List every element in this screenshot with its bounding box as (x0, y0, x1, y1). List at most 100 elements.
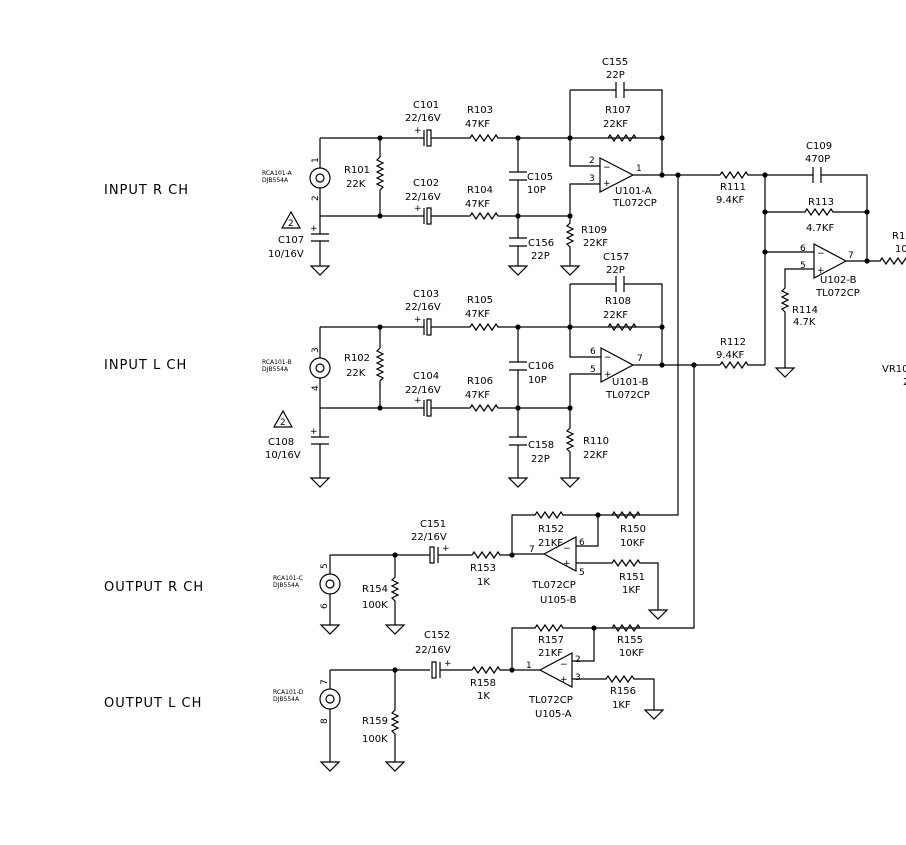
cap-c152: + C152 22/16V (415, 630, 472, 679)
svg-text:100K: 100K (362, 600, 388, 611)
svg-text:U101-B: U101-B (612, 377, 649, 388)
svg-text:+: + (563, 559, 571, 569)
cap-c102: + C102 22/16V (405, 178, 460, 225)
svg-text:C101: C101 (413, 100, 439, 111)
svg-text:C102: C102 (413, 178, 439, 189)
section-label-output-l: OUTPUT L CH (104, 696, 202, 711)
cap-c107: + C107 10/16V (268, 216, 330, 276)
rca-jack-d: RCA101-D DJB554A 7 8 (273, 670, 341, 772)
svg-text:5: 5 (320, 563, 330, 569)
svg-text:21KF: 21KF (538, 648, 563, 659)
svg-text:−: − (817, 249, 825, 259)
svg-text:7: 7 (529, 545, 535, 555)
svg-text:3: 3 (575, 673, 581, 683)
svg-text:R104: R104 (467, 185, 493, 196)
opamp-u101b: − + 6 5 7 U101-B TL072CP (590, 347, 650, 401)
rca-jack-a: RCA101-A DJB554A 1 2 (262, 138, 331, 216)
svg-text:6: 6 (590, 347, 596, 357)
svg-text:1KF: 1KF (612, 700, 631, 711)
svg-text:C106: C106 (528, 361, 554, 372)
svg-text:TL072CP: TL072CP (612, 198, 657, 209)
svg-text:R114: R114 (792, 305, 818, 316)
svg-text:22KF: 22KF (603, 119, 628, 130)
svg-text:RCA101-D: RCA101-D (273, 689, 304, 696)
svg-text:C104: C104 (413, 371, 439, 382)
feedback-r-line (598, 175, 679, 516)
svg-text:2: 2 (575, 655, 581, 665)
svg-text:−: − (603, 163, 611, 173)
cap-c103: + C103 22/16V (405, 289, 460, 336)
output-r-channel: RCA101-C DJB554A 5 6 R154 100K + C151 22… (273, 510, 668, 635)
svg-text:22/16V: 22/16V (405, 113, 441, 124)
input-r-channel: RCA101-A DJB554A 1 2 R101 22K + C101 22/… (262, 57, 720, 276)
svg-text:C103: C103 (413, 289, 439, 300)
svg-text:R159: R159 (362, 716, 388, 727)
svg-text:+: + (414, 204, 422, 214)
svg-text:22P: 22P (606, 70, 625, 81)
svg-text:1K: 1K (477, 577, 490, 588)
svg-text:+: + (414, 315, 422, 325)
svg-text:22/16V: 22/16V (405, 192, 441, 203)
svg-text:1: 1 (311, 157, 321, 163)
svg-text:10: 10 (895, 244, 906, 255)
svg-text:R112: R112 (720, 337, 746, 348)
svg-text:7: 7 (637, 354, 643, 364)
cap-c108: + C108 10/16V (265, 408, 330, 488)
svg-text:TL072CP: TL072CP (531, 580, 576, 591)
section-label-input-r: INPUT R CH (104, 183, 189, 198)
svg-text:R108: R108 (605, 296, 631, 307)
svg-text:2: 2 (288, 219, 294, 229)
svg-text:C108: C108 (268, 437, 294, 448)
svg-text:+: + (444, 659, 452, 669)
svg-text:22P: 22P (531, 251, 550, 262)
svg-text:9.4KF: 9.4KF (716, 350, 744, 361)
svg-text:2: 2 (589, 156, 595, 166)
opamp-u105a: − + 2 3 1 TL072CP U105-A (526, 652, 581, 720)
rca-a-part: DJB554A (262, 177, 289, 184)
svg-text:6: 6 (579, 538, 585, 548)
svg-text:2: 2 (311, 195, 321, 201)
svg-text:21KF: 21KF (538, 538, 563, 549)
svg-text:−: − (604, 353, 612, 363)
svg-text:+: + (560, 675, 568, 685)
svg-text:10/16V: 10/16V (268, 249, 304, 260)
svg-text:1: 1 (526, 661, 532, 671)
svg-text:+: + (817, 266, 825, 276)
svg-text:DJB554A: DJB554A (273, 696, 300, 703)
svg-text:R1: R1 (892, 231, 905, 242)
opamp-u105b: − + 6 5 7 TL072CP U105-B (529, 536, 585, 606)
svg-text:R102: R102 (344, 353, 370, 364)
svg-text:4.7K: 4.7K (793, 317, 816, 328)
svg-text:R110: R110 (583, 436, 609, 447)
svg-text:22K: 22K (346, 368, 366, 379)
svg-text:U105-B: U105-B (540, 595, 577, 606)
cap-c151: + C151 22/16V (411, 519, 472, 564)
svg-text:22P: 22P (531, 454, 550, 465)
opamp-u101a: − + 2 3 1 U101-A TL072CP (589, 156, 657, 209)
warning-triangle-icon: 2 (272, 409, 294, 428)
svg-text:3: 3 (589, 174, 595, 184)
svg-text:22/16V: 22/16V (411, 532, 447, 543)
svg-text:5: 5 (590, 365, 596, 375)
svg-text:7: 7 (320, 679, 330, 685)
svg-text:22/16V: 22/16V (405, 385, 441, 396)
rca-b-name: RCA101-B (262, 359, 292, 366)
svg-text:9.4KF: 9.4KF (716, 195, 744, 206)
svg-text:R107: R107 (605, 105, 631, 116)
svg-text:7: 7 (848, 251, 854, 261)
svg-text:470P: 470P (805, 154, 830, 165)
cap-c104: + C104 22/16V (405, 371, 460, 417)
svg-text:+: + (604, 370, 612, 380)
svg-text:R156: R156 (610, 686, 636, 697)
svg-text:1: 1 (636, 164, 642, 174)
svg-text:2: 2 (280, 418, 286, 428)
svg-text:+: + (310, 224, 318, 234)
r101-val: 22K (346, 179, 366, 190)
svg-text:100K: 100K (362, 734, 388, 745)
svg-text:10P: 10P (528, 375, 547, 386)
svg-text:RCA101-C: RCA101-C (273, 575, 303, 582)
svg-text:+: + (414, 126, 422, 136)
summing-stage: R111 9.4KF R112 9.4KF C109 470P R113 4.7… (716, 141, 906, 388)
svg-text:10KF: 10KF (619, 648, 644, 659)
svg-text:1KF: 1KF (622, 585, 641, 596)
